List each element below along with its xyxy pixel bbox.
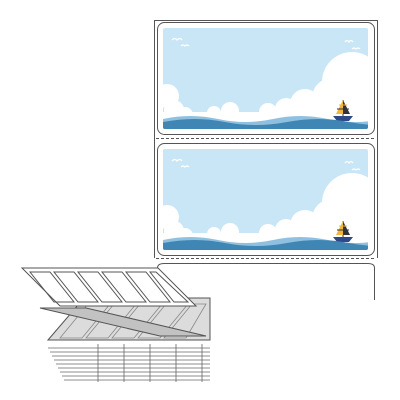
stack-side [48, 340, 210, 382]
sea-front-wave [163, 119, 368, 129]
stack-layer-lines [48, 347, 210, 381]
seagull-icon [171, 158, 361, 171]
label-3-partial [157, 263, 375, 300]
stack-fold-dividers [97, 344, 203, 382]
top-sheet-label-outlines [28, 271, 190, 303]
sailboat-icon [333, 221, 353, 242]
fanfold-label-stack [20, 267, 211, 382]
sea-front-wave [163, 240, 368, 250]
fold-panel-shaded [39, 307, 207, 337]
seascape-illustration [163, 28, 368, 129]
label-2 [157, 143, 375, 256]
seascape-illustration [163, 149, 368, 250]
sailboat-icon [333, 100, 353, 121]
label-1 [157, 22, 375, 135]
seagull-icon [171, 37, 361, 50]
